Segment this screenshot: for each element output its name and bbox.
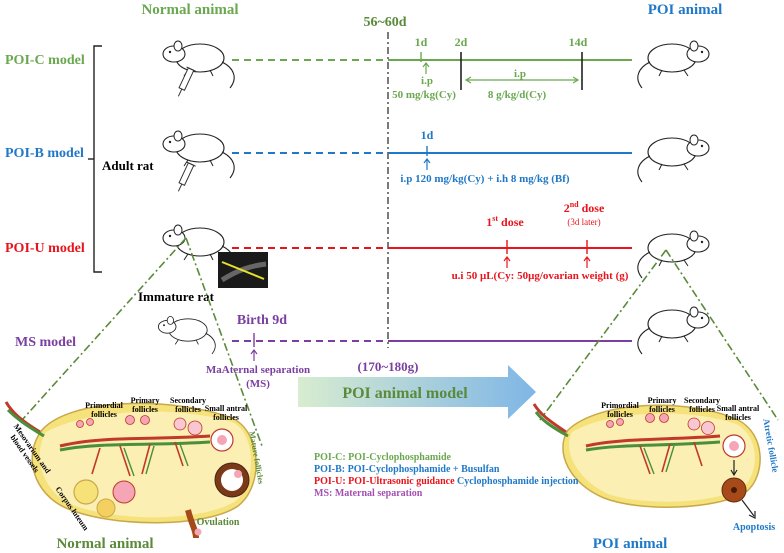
- poi-c-model-label: POI-C model: [5, 53, 85, 68]
- poi-b-dose: i.p 120 mg/kg(Cy) + i.h 8 mg/kg (Bf): [400, 173, 569, 185]
- legend-ms: MS: Maternal separation: [314, 488, 423, 499]
- poi-c-ip1: i.p: [421, 75, 433, 87]
- poi-u-later: (3d later): [567, 217, 600, 227]
- poi-u-first-dose: 1st dose: [486, 214, 524, 229]
- footer-normal-animal: Normal animal: [56, 536, 153, 552]
- poi-b-day1: 1d: [421, 128, 434, 142]
- syringe-icon: [173, 66, 197, 99]
- poi-c-day14: 14d: [569, 35, 588, 49]
- header-normal-animal: Normal animal: [141, 2, 238, 18]
- poi-animal-model-label: POI animal model: [342, 385, 468, 402]
- rat-icon-ms-result: [637, 306, 710, 355]
- footer-poi-animal: POI animal: [593, 536, 668, 552]
- ultrasound-image: [218, 252, 268, 288]
- poi-b-model-label: POI-B model: [5, 146, 84, 161]
- syringe-icon: [173, 161, 197, 194]
- poi-u-model-label: POI-U model: [5, 241, 85, 256]
- poi-animal-model-arrow: POI animal model: [298, 365, 536, 419]
- ms-timeline: Birth 9d MaAternal separation (MS) (170~…: [206, 313, 632, 390]
- rat-icon-poi-u-result: [637, 230, 710, 279]
- header-poi-animal: POI animal: [648, 2, 723, 18]
- immature-rat-label: Immature rat: [138, 289, 215, 304]
- ms-separation-label: MaAternal separation: [206, 364, 310, 376]
- label-ovulation: Ovulation: [197, 517, 240, 528]
- ms-separation-abbr: (MS): [246, 378, 270, 390]
- rat-icon-poi-c: [162, 40, 235, 89]
- poi-u-dose: u.i 50 μL(Cy: 50μg/ovarian weight (g): [452, 270, 629, 282]
- legend: POI-C: POI-Cyclophosphamide POI-B: POI-C…: [314, 452, 579, 499]
- adult-rat-label: Adult rat: [102, 158, 154, 173]
- ms-model-label: MS model: [15, 335, 76, 350]
- legend-poi-c: POI-C: POI-Cyclophosphamide: [314, 452, 452, 463]
- rat-icon-immature: [157, 315, 216, 355]
- rat-icon-poi-c-result: [637, 40, 710, 89]
- poi-c-dose1: 50 mg/kg(Cy): [392, 89, 456, 101]
- poi-c-day1: 1d: [415, 35, 428, 49]
- legend-poi-u: POI-U: POI-Ultrasonic guidance Cyclophos…: [314, 476, 579, 487]
- poi-b-timeline: 1d i.p 120 mg/kg(Cy) + i.h 8 mg/kg (Bf): [232, 128, 632, 185]
- poi-c-dose2: 8 g/kg/d(Cy): [488, 89, 547, 101]
- poi-u-second-dose: 2nd dose: [564, 200, 605, 215]
- label-apoptosis: Apoptosis: [733, 522, 775, 533]
- poi-c-day2: 2d: [455, 35, 468, 49]
- adult-rat-brace: [93, 45, 102, 273]
- ms-birth-label: Birth 9d: [237, 313, 287, 328]
- legend-poi-b: POI-B: POI-Cyclophosphamide + Busulfan: [314, 464, 500, 475]
- label-atretic-follicle: Atretic follicle: [761, 418, 780, 473]
- poi-c-timeline: 1d 2d 14d i.p 50 mg/kg(Cy) i.p 8 g/kg/d(…: [232, 35, 632, 101]
- poi-c-ip2: i.p: [514, 68, 526, 80]
- rat-icon-poi-b-result: [637, 134, 710, 183]
- ms-weight-label: (170~180g): [358, 359, 419, 374]
- rat-icon-poi-b: [162, 130, 235, 179]
- poi-u-timeline: 1st dose 2nd dose (3d later) u.i 50 μL(C…: [232, 200, 632, 282]
- age-label: 56~60d: [363, 15, 406, 30]
